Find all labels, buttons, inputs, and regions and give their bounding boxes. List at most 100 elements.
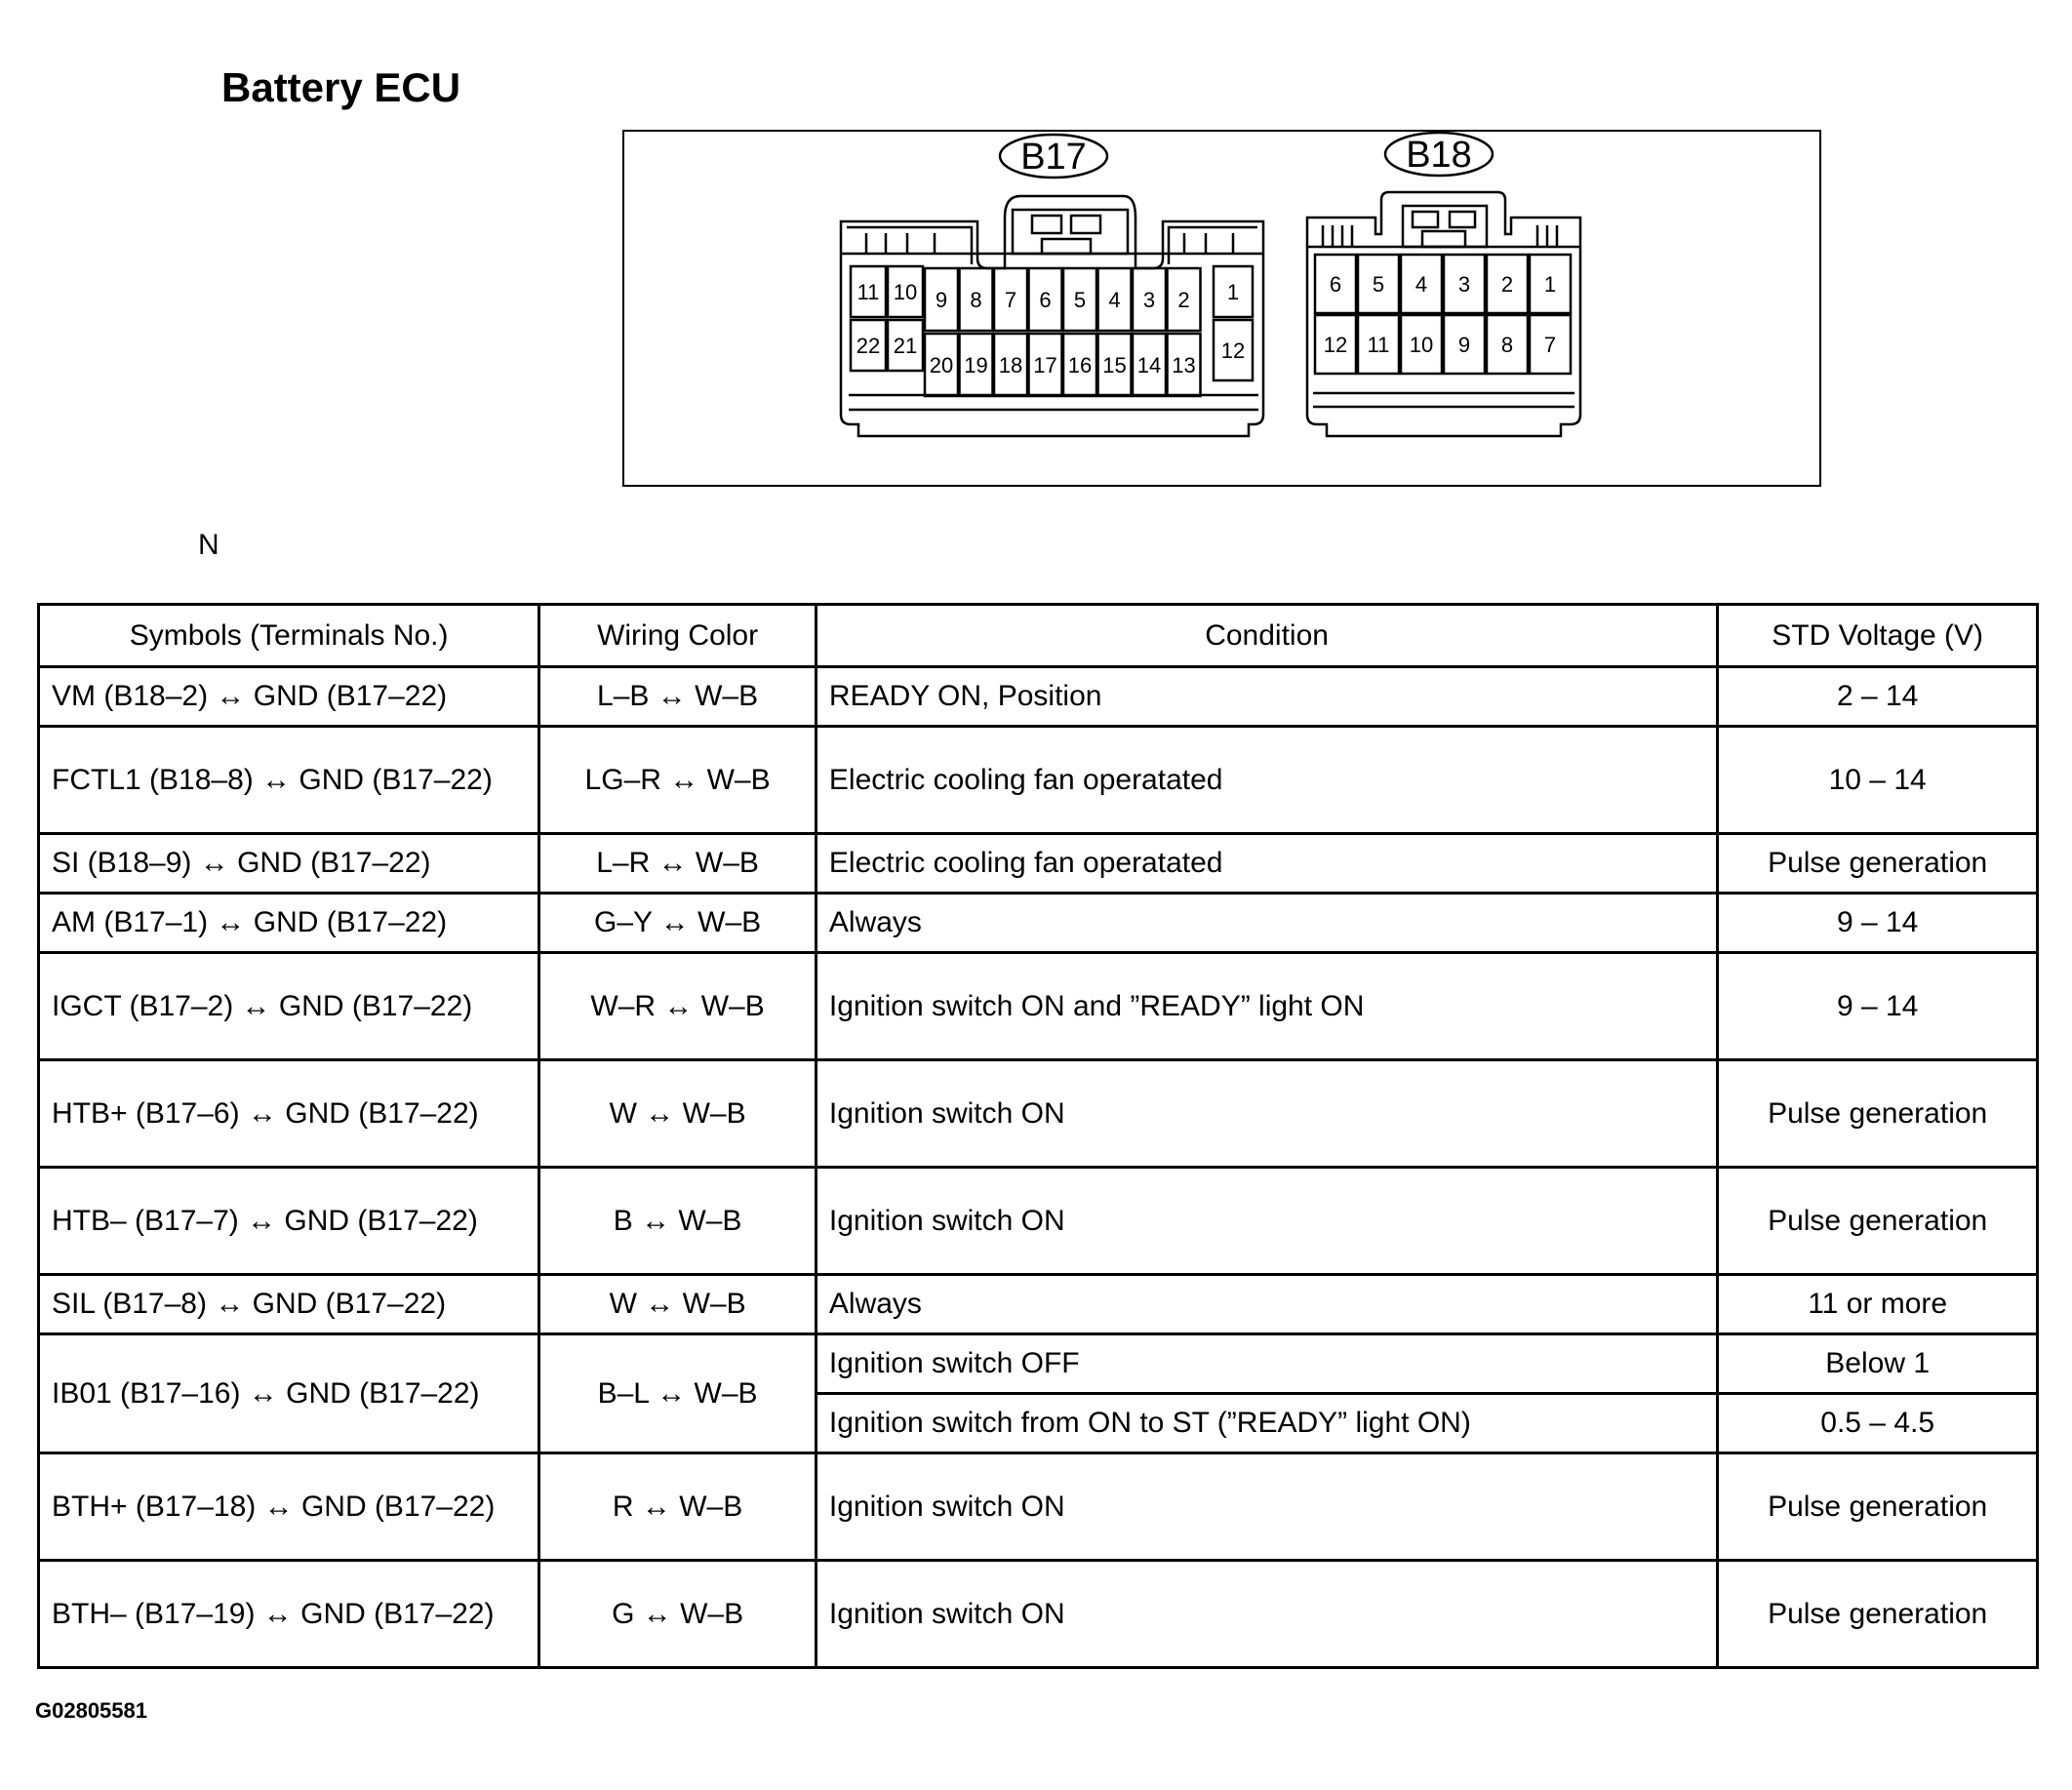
cell-voltage: 9 – 14 [1716,951,2039,1061]
b17-pin-cell [992,332,1029,398]
cell-condition: Ignition switch ON [814,1559,1720,1669]
b17-pin-cell [849,318,888,373]
b17-pin-cell [958,332,994,398]
cell-voltage: Below 1 [1716,1333,2039,1395]
b18-pin: 11 [1368,333,1390,357]
b17-pin-cell [992,266,1029,333]
b18-pin-cell [1399,313,1444,376]
b17-pin-cell [958,266,994,333]
b18-pin: 2 [1501,272,1513,297]
cell-condition: Always [814,1273,1720,1335]
cell-condition: READY ON, Position [814,665,1720,728]
b17-label: B17 [1020,137,1087,178]
b17-pin: 2 [1177,288,1189,312]
b18-pin-cell [1313,313,1358,376]
b17-pin-cell [1061,332,1098,398]
table-row: AM (B17–1) ↔ GND (B17–22) G–Y ↔ W–B Alwa… [36,892,2039,954]
b17-pin: 11 [857,280,880,304]
b18-pin-cell [1399,253,1444,315]
b17-pin: 3 [1143,288,1155,312]
b17-pin-cell [1131,332,1168,398]
cell-wiring: R ↔ W–B [538,1452,817,1562]
cell-voltage: Pulse generation [1716,1166,2039,1276]
b18-pin-cell [1442,253,1487,315]
b17-pin: 14 [1137,353,1161,378]
b17-pin: 20 [930,353,953,378]
b17-pin: 7 [1005,288,1016,312]
cell-symbol: HTB– (B17–7) ↔ GND (B17–22) [36,1166,541,1276]
b17-pin: 5 [1074,288,1086,312]
table-row: SI (B18–9) ↔ GND (B17–22) L–R ↔ W–B Elec… [36,832,2039,895]
b18-pin: 6 [1330,272,1341,297]
b17-pin-cell [1096,332,1133,398]
cell-voltage: Pulse generation [1716,1559,2039,1669]
cell-voltage: 2 – 14 [1716,665,2039,728]
cell-symbol: SI (B18–9) ↔ GND (B17–22) [36,832,541,895]
table-row: IB01 (B17–16) ↔ GND (B17–22) B–L ↔ W–B I… [36,1333,2039,1454]
cell-condition: Electric cooling fan operatated [814,725,1720,835]
b18-label-oval [1383,132,1494,178]
b17-label-oval [998,133,1109,179]
table-row: BTH+ (B17–18) ↔ GND (B17–22) R ↔ W–B Ign… [36,1452,2039,1562]
b17-pin: 22 [857,334,880,358]
cell-condition: Always [814,892,1720,954]
b18-pin: 4 [1415,272,1427,297]
cell-symbol: IB01 (B17–16) ↔ GND (B17–22) [36,1333,541,1454]
header-wiring-color: Wiring Color [538,603,817,668]
table-row: BTH– (B17–19) ↔ GND (B17–22) G ↔ W–B Ign… [36,1559,2039,1669]
b18-pin: 1 [1544,272,1556,297]
cell-condition: Electric cooling fan operatated [814,832,1720,895]
cell-wiring: W ↔ W–B [538,1058,817,1169]
b17-pin: 15 [1102,353,1126,378]
b17-pin: 9 [936,288,947,312]
b18-pin-cell [1313,253,1358,315]
table-row: Ignition switch from ON to ST (”READY” l… [39,1392,2039,1454]
b17-pin: 16 [1068,353,1092,378]
b17-pin-cell [1027,266,1063,333]
header-std-voltage: STD Voltage (V) [1716,603,2039,668]
b17-pin-cell [1166,266,1202,333]
b18-pin-cell [1356,253,1401,315]
table-row: VM (B18–2) ↔ GND (B17–22) L–B ↔ W–B READ… [36,665,2039,728]
b17-pin: 21 [894,334,917,358]
terminal-spec-table: Symbols (Terminals No.) Wiring Color Con… [36,603,2039,1669]
cell-symbol: AM (B17–1) ↔ GND (B17–22) [36,892,541,954]
b17-pin-right-cell [1212,264,1255,319]
cell-wiring: W ↔ W–B [538,1273,817,1335]
cell-condition: Ignition switch ON and ”READY” light ON [814,951,1720,1061]
cell-voltage: Pulse generation [1716,1452,2039,1562]
b17-pin: 19 [964,353,987,378]
b17-pin-cell [923,332,960,398]
cell-voltage: Pulse generation [1716,1058,2039,1169]
header-condition: Condition [814,603,1720,668]
table-row: HTB+ (B17–6) ↔ GND (B17–22) W ↔ W–B Igni… [36,1058,2039,1169]
b17-pin-cell [923,266,960,333]
cell-wiring: L–R ↔ W–B [538,832,817,895]
b17-pin-cell [1027,332,1063,398]
cell-wiring: W–R ↔ W–B [538,951,817,1061]
cell-condition: Ignition switch from ON to ST (”READY” l… [814,1392,1720,1454]
cell-symbol: VM (B18–2) ↔ GND (B17–22) [36,665,541,728]
cell-voltage: 0.5 – 4.5 [1716,1392,2039,1454]
cell-symbol: IGCT (B17–2) ↔ GND (B17–22) [36,951,541,1061]
page-title: Battery ECU [221,64,461,110]
b17-pin: 6 [1039,288,1051,312]
note-label: N [198,529,219,561]
cell-wiring: B–L ↔ W–B [538,1333,817,1454]
cell-wiring: B ↔ W–B [538,1166,817,1276]
b18-pin: 7 [1544,333,1556,357]
b17-pin-right-cell [1212,318,1255,382]
header-symbols: Symbols (Terminals No.) [36,603,541,668]
b18-pin-cell [1485,313,1530,376]
table-row: FCTL1 (B18–8) ↔ GND (B17–22) LG–R ↔ W–B … [36,725,2039,835]
b17-pin-right: 1 [1227,280,1239,304]
cell-symbol: FCTL1 (B18–8) ↔ GND (B17–22) [36,725,541,835]
b17-pin: 8 [970,288,981,312]
b18-pin: 3 [1458,272,1470,297]
cell-condition: Ignition switch ON [814,1166,1720,1276]
table-row: HTB– (B17–7) ↔ GND (B17–22) B ↔ W–B Igni… [36,1166,2039,1276]
b18-pin-cell [1485,253,1530,315]
cell-wiring: L–B ↔ W–B [538,665,817,728]
b17-pin-cell [1166,332,1202,398]
b18-pin-cell [1528,313,1573,376]
